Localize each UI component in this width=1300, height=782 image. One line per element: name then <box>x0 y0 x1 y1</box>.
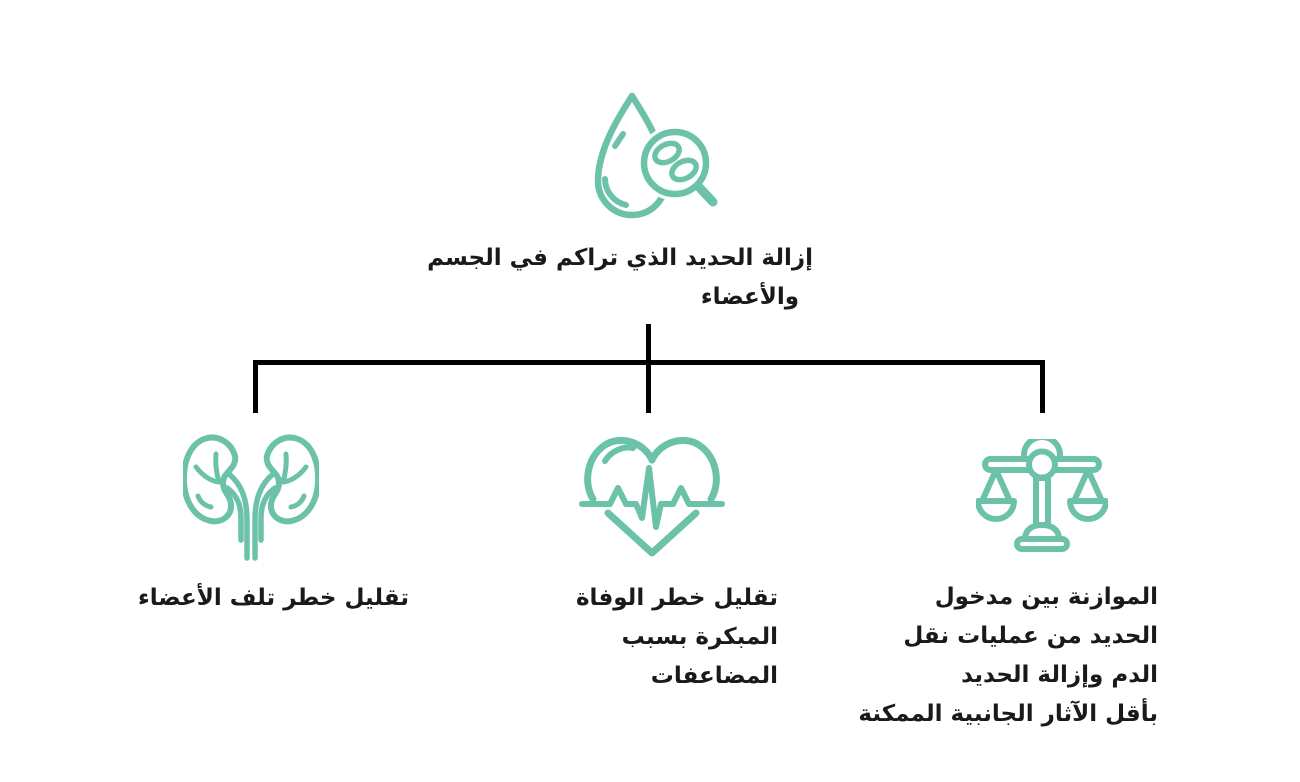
root-caption-line-2: والأعضاء <box>700 284 799 310</box>
connector-root-stem <box>646 324 651 413</box>
branch-organ-damage-line-1: تقليل خطر تلف الأعضاء <box>137 585 409 611</box>
branch-iron-balance-line-2: الحديد من عمليات نقل <box>903 623 1158 649</box>
branch-iron-balance-line-3: الدم وإزالة الحديد <box>961 662 1158 688</box>
branch-early-death-line-2: المبكرة بسبب <box>621 624 778 650</box>
root-caption-line-1: إزالة الحديد الذي تراكم في الجسم <box>427 245 813 271</box>
branch-early-death-caption: تقليل خطر الوفاة المبكرة بسبب المضاعفات <box>576 579 778 696</box>
balance-scale-icon <box>976 439 1108 552</box>
blood-drop-magnifier-icon <box>594 92 718 219</box>
branch-early-death-line-1: تقليل خطر الوفاة <box>575 585 778 611</box>
branch-iron-balance-line-1: الموازنة بين مدخول <box>934 584 1158 610</box>
connector-left-drop <box>253 360 258 413</box>
branch-iron-balance-caption: الموازنة بين مدخول الحديد من عمليات نقل … <box>858 578 1158 734</box>
kidneys-icon <box>183 432 319 564</box>
branch-iron-balance-line-4: بأقل الآثار الجانبية الممكنة <box>858 701 1158 727</box>
branch-early-death-line-3: المضاعفات <box>650 663 778 689</box>
root-caption: إزالة الحديد الذي تراكم في الجسم والأعضا… <box>427 239 813 317</box>
connector-horizontal-bar <box>253 360 1045 365</box>
connector-right-drop <box>1040 360 1045 413</box>
branch-organ-damage-caption: تقليل خطر تلف الأعضاء <box>138 579 409 618</box>
heart-pulse-icon <box>579 437 725 557</box>
